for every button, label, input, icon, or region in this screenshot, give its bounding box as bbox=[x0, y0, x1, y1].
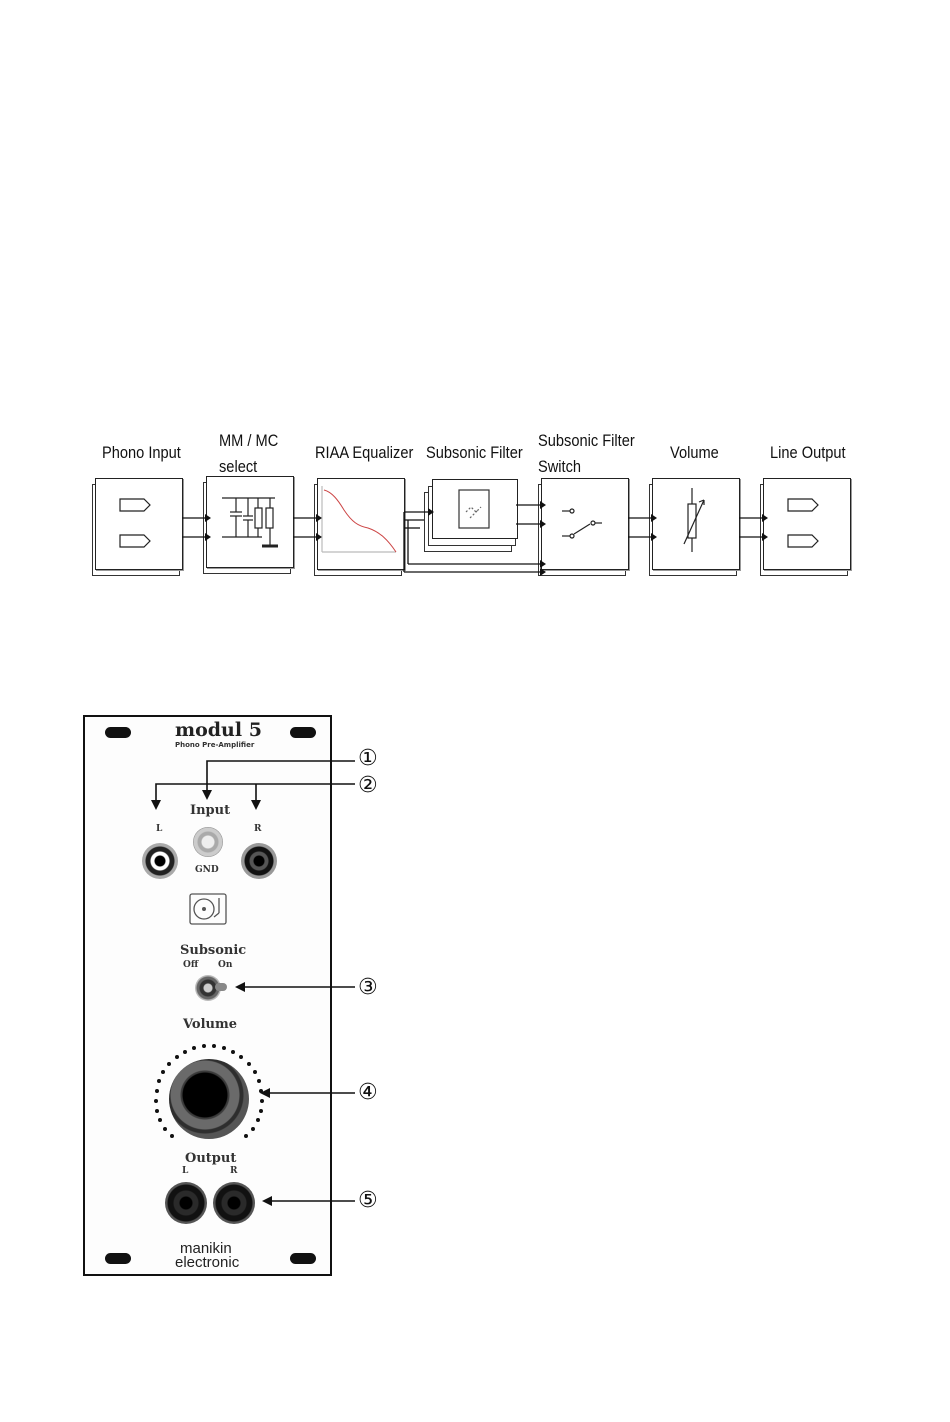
callout-2: ② bbox=[358, 775, 378, 797]
output-connector-icon-right bbox=[788, 535, 818, 547]
input-connector-icon-right bbox=[120, 535, 150, 547]
maker-name-line2: electronic bbox=[175, 1254, 239, 1271]
diagram-symbols bbox=[0, 0, 950, 600]
switch-icon bbox=[562, 509, 602, 538]
mounting-slot-bottom-left bbox=[105, 1253, 131, 1264]
signal-lines bbox=[182, 505, 762, 572]
callout-5: ⑤ bbox=[358, 1190, 378, 1212]
input-connector-icon-left bbox=[120, 499, 150, 511]
riaa-curve-icon bbox=[322, 486, 396, 552]
callout-3: ③ bbox=[358, 977, 378, 999]
mm-mc-schematic-icon bbox=[222, 498, 278, 546]
arrowheads bbox=[205, 501, 768, 576]
callout-1: ① bbox=[358, 748, 378, 770]
potentiometer-icon bbox=[684, 488, 704, 552]
subsonic-filter-icon bbox=[459, 490, 489, 528]
callout-4: ④ bbox=[358, 1082, 378, 1104]
output-connector-icon-left bbox=[788, 499, 818, 511]
callout-leader-lines bbox=[0, 700, 950, 1220]
mounting-slot-bottom-right bbox=[290, 1253, 316, 1264]
